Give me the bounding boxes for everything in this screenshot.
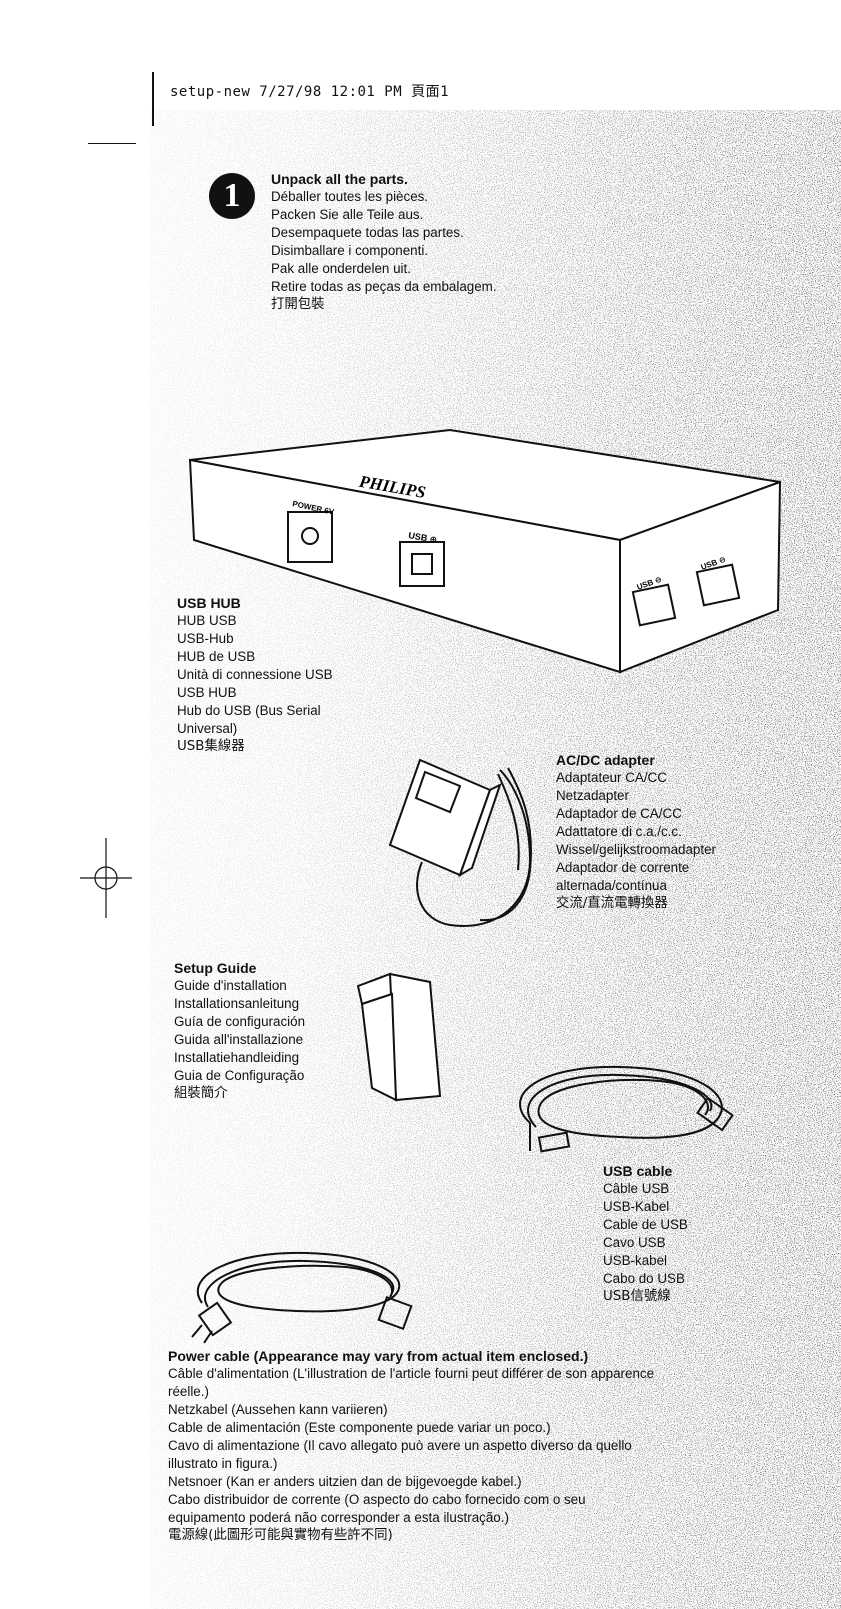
setup-guide-line: Guide d'installation [174, 978, 287, 993]
usb-cable-line: Câble USB [603, 1181, 670, 1196]
registration-mark [80, 838, 132, 918]
usb-hub-line: USB-Hub [177, 631, 234, 646]
acdc-adapter-heading: AC/DC adapter [556, 752, 655, 768]
power-cable-line: Cavo di alimentazione (Il cavo allegato … [168, 1438, 632, 1453]
power-cable-line: Cable de alimentación (Este componente p… [168, 1420, 551, 1435]
setup-guide-heading: Setup Guide [174, 960, 257, 976]
step-line: Packen Sie alle Teile aus. [271, 207, 424, 222]
usb-cable-heading: USB cable [603, 1163, 673, 1179]
step-line: Déballer toutes les pièces. [271, 189, 429, 204]
usb-hub-line: Unità di connessione USB [177, 667, 333, 682]
crop-mark-horizontal [88, 143, 136, 144]
usb-cable-line: USB-kabel [603, 1253, 668, 1268]
power-cable-heading: Power cable (Appearance may vary from ac… [168, 1348, 589, 1364]
power-cable-line: Câble d'alimentation (L'illustration de … [168, 1366, 655, 1381]
power-cable-line: réelle.) [168, 1384, 209, 1399]
setup-guide-line: 組裝簡介 [174, 1086, 228, 1101]
setup-guide-labels: Setup Guide Guide d'installation Install… [174, 959, 305, 1103]
usb-hub-line: Hub do USB (Bus Serial [177, 703, 321, 718]
usb-hub-illustration: PHILIPS POWER 6V USB ⊕ USB ⊖ USB ⊖ [188, 428, 782, 674]
power-cable-line: Netzkabel (Aussehen kann variieren) [168, 1402, 388, 1417]
step-line: 打開包裝 [271, 297, 325, 312]
usb-cable-line: Cavo USB [603, 1235, 666, 1250]
usb-cable-labels: USB cable Câble USB USB-Kabel Cable de U… [603, 1162, 688, 1306]
usb-hub-line: USB集線器 [177, 739, 245, 754]
acdc-adapter-line: Adaptateur CA/CC [556, 770, 667, 785]
power-cable-line: Netsnoer (Kan er anders uitzien dan de b… [168, 1474, 522, 1489]
acdc-adapter-line: Adaptador de CA/CC [556, 806, 682, 821]
step-line: Retire todas as peças da embalagem. [271, 279, 497, 294]
usb-hub-heading: USB HUB [177, 595, 241, 611]
acdc-adapter-line: Adaptador de corrente [556, 860, 690, 875]
setup-guide-line: Guida all'installazione [174, 1032, 304, 1047]
power-cable-labels: Power cable (Appearance may vary from ac… [168, 1347, 654, 1545]
usb-hub-line: Universal) [177, 721, 238, 736]
acdc-adapter-labels: AC/DC adapter Adaptateur CA/CC Netzadapt… [556, 751, 716, 913]
setup-guide-line: Guia de Configuração [174, 1068, 305, 1083]
power-cable-line: 電源線(此圖形可能與實物有些許不同) [168, 1528, 393, 1543]
setup-guide-line: Installationsanleitung [174, 996, 300, 1011]
acdc-adapter-line: alternada/contínua [556, 878, 667, 893]
usb-cable-line: Cable de USB [603, 1217, 688, 1232]
usb-hub-line: HUB USB [177, 613, 237, 628]
usb-hub-line: HUB de USB [177, 649, 256, 664]
usb-cable-line: Cabo do USB [603, 1271, 685, 1286]
usb-cable-line: USB-Kabel [603, 1199, 670, 1214]
usb-hub-labels: USB HUB HUB USB USB-Hub HUB de USB Unità… [177, 594, 333, 756]
step-line: Desempaquete todas las partes. [271, 225, 464, 240]
acdc-adapter-line: 交流/直流電轉換器 [556, 896, 668, 911]
crop-mark-vertical [152, 72, 154, 126]
setup-guide-line: Guía de configuración [174, 1014, 306, 1029]
usb-cable-line: USB信號線 [603, 1289, 671, 1304]
step-heading: Unpack all the parts. [271, 171, 408, 187]
power-cable-illustration [191, 1251, 413, 1344]
acdc-adapter-line: Netzadapter [556, 788, 629, 803]
setup-guide-booklet-illustration [356, 972, 442, 1102]
step-line: Disimballare i componenti. [271, 243, 429, 258]
step-instructions: Unpack all the parts. Déballer toutes le… [271, 170, 497, 314]
usb-hub-line: USB HUB [177, 685, 237, 700]
power-cable-line: Cabo distribuidor de corrente (O aspecto… [168, 1492, 586, 1507]
setup-guide-line: Installatiehandleiding [174, 1050, 300, 1065]
usb-cable-illustration [519, 1065, 734, 1153]
acdc-adapter-line: Adattatore di c.a./c.c. [556, 824, 682, 839]
hub-usb-up-label: USB ⊕ [408, 530, 438, 545]
power-cable-line: equipamento poderá não corresponder a es… [168, 1510, 509, 1525]
page-header: setup-new 7/27/98 12:01 PM 頁面1 [170, 84, 450, 100]
step-line: Pak alle onderdelen uit. [271, 261, 411, 276]
step-number-badge: 1 [209, 173, 255, 219]
acdc-adapter-line: Wissel/gelijkstroomadapter [556, 842, 717, 857]
acdc-adapter-illustration [388, 758, 532, 927]
power-cable-line: illustrato in figura.) [168, 1456, 278, 1471]
